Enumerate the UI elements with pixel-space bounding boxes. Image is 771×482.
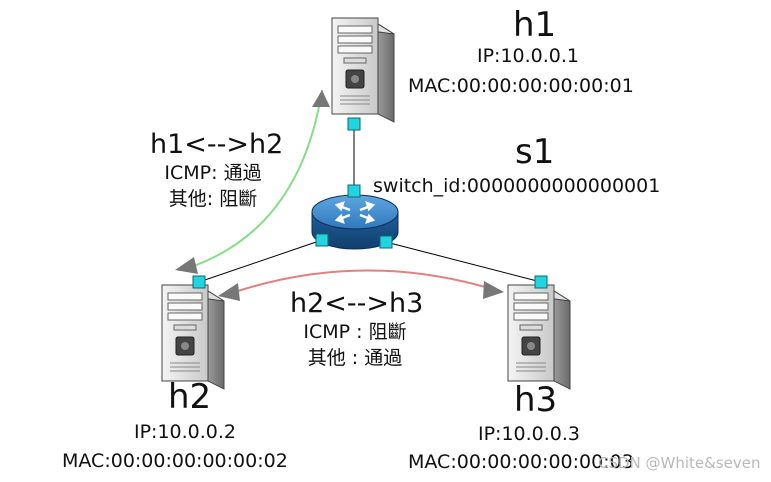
host-h1-mac: MAC:00:00:00:00:00:01	[408, 75, 634, 97]
host-h3-mac: MAC:00:00:00:00:00:03	[408, 451, 634, 473]
host-h3-icon	[507, 284, 571, 390]
watermark: CSDN @White&seven	[598, 454, 761, 472]
link-s1-h2	[198, 239, 323, 283]
host-h2-mac: MAC:00:00:00:00:00:02	[62, 450, 288, 472]
port-h1	[347, 117, 361, 131]
port-s1-east	[379, 235, 393, 249]
rule-h1-h2-icmp: ICMP: 通過	[164, 162, 262, 184]
rule-h1-h2-other: 其他: 阻斷	[168, 188, 258, 210]
switch-s1-name: s1	[515, 132, 555, 172]
link-s1-h3	[385, 241, 542, 283]
arrowhead-h2	[218, 283, 240, 301]
port-s1-west	[315, 233, 329, 247]
port-s1-north	[347, 184, 361, 198]
host-h2-icon	[161, 284, 225, 390]
arrow-h1-h2	[187, 89, 323, 269]
host-h2-name: h2	[168, 377, 212, 417]
port-h3	[534, 275, 548, 289]
arrowhead-h3	[483, 281, 504, 299]
rule-h2-h3-icmp: ICMP : 阻斷	[303, 321, 407, 343]
arrowhead-h1-up	[312, 90, 330, 107]
host-h1-icon	[331, 17, 395, 123]
switch-s1-id: switch_id:0000000000000001	[373, 175, 661, 197]
arrowhead-h1-down	[175, 257, 198, 274]
switch-s1-icon	[311, 194, 399, 250]
rule-h2-h3-other: 其他 : 通過	[307, 347, 403, 369]
rule-h2-h3: h2<-->h3 ICMP : 阻斷 其他 : 通過	[290, 288, 424, 369]
port-h2	[192, 275, 206, 289]
rule-h1-h2-title: h1<-->h2	[150, 129, 284, 160]
host-h1-name: h1	[513, 5, 557, 45]
rule-h1-h2: h1<-->h2 ICMP: 通過 其他: 阻斷	[150, 129, 284, 210]
host-h1-ip: IP:10.0.0.1	[477, 45, 580, 67]
host-h3-ip: IP:10.0.0.3	[478, 423, 581, 445]
host-h3-name: h3	[514, 380, 558, 420]
arrow-h2-h3	[231, 269, 493, 294]
host-h2-ip: IP:10.0.0.2	[134, 421, 237, 443]
rule-h2-h3-title: h2<-->h3	[290, 288, 424, 319]
